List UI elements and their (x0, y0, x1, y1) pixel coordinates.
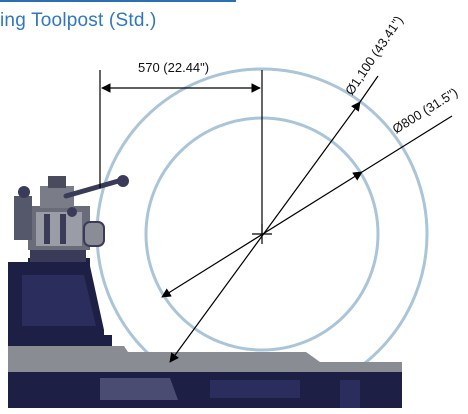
tool-to-center-dimension: 570 (22.44") (99, 60, 263, 234)
diameter-label-800: Ø800 (31.5") (390, 85, 461, 137)
toolpost-cap (48, 176, 66, 188)
toolpost-handle (63, 177, 125, 199)
toolpost-detail-1 (44, 214, 50, 244)
bed-rail (8, 346, 402, 372)
toolpost-block-right (83, 221, 105, 247)
toolpost-top (40, 186, 74, 208)
toolpost-block-left (14, 196, 32, 240)
diameter-label-1100: Ø1,100 (43.41") (342, 13, 406, 98)
dimension-label-570: 570 (22.44") (138, 60, 209, 75)
diameter-leader-800 (361, 115, 453, 173)
toolpost-bolt (18, 186, 30, 198)
toolpost-handle-knob (117, 175, 129, 187)
toolpost-body-shade (36, 212, 82, 246)
toolpost-detail-2 (60, 214, 66, 244)
bed-recess-right (210, 380, 300, 398)
carriage-inner (22, 275, 96, 326)
title-bar: ing Toolpost (Std.) (0, 0, 236, 36)
toolpost (14, 175, 129, 262)
bed-recess (100, 378, 178, 400)
diameter-lines (161, 75, 453, 363)
bed-foot (340, 380, 360, 408)
diameter-line-800 (161, 171, 363, 298)
lathe-carriage (8, 258, 402, 408)
toolpost-base (30, 248, 86, 262)
page-title: ing Toolpost (Std.) (0, 10, 157, 31)
toolpost-bolt-2 (67, 207, 77, 217)
diameter-leader-1100 (359, 75, 379, 103)
